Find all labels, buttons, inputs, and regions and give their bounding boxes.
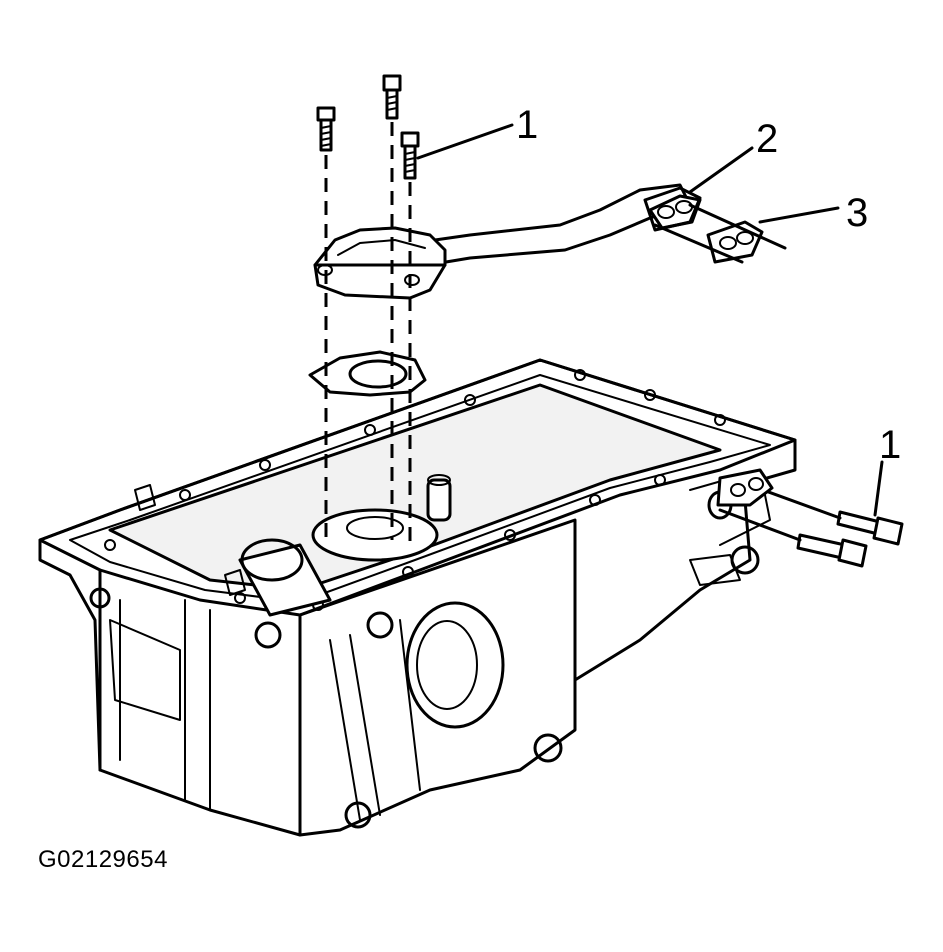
leader-lines bbox=[416, 123, 884, 517]
side-bolt-lower bbox=[796, 533, 868, 568]
top-bolts bbox=[316, 74, 420, 545]
side-bolt-upper bbox=[836, 510, 904, 546]
figure-id: G02129654 bbox=[38, 846, 168, 873]
oil-pickup-tube bbox=[313, 183, 702, 300]
gasket-3 bbox=[706, 220, 764, 264]
top-bolt-left bbox=[316, 106, 336, 152]
callout-side-bolts: 1 bbox=[879, 423, 901, 467]
pickup-base-gasket bbox=[308, 350, 427, 397]
callout-lower-gasket: 3 bbox=[846, 191, 868, 235]
flange-bolt-holes bbox=[104, 369, 726, 611]
top-bolt-right bbox=[400, 131, 420, 180]
top-bolt-center bbox=[382, 74, 402, 120]
side-bolts bbox=[716, 468, 904, 568]
callout-upper-gasket: 2 bbox=[756, 117, 778, 161]
oil-pan bbox=[38, 358, 797, 837]
gasket-2 bbox=[643, 186, 702, 232]
callout-top-bolts: 1 bbox=[516, 103, 538, 147]
